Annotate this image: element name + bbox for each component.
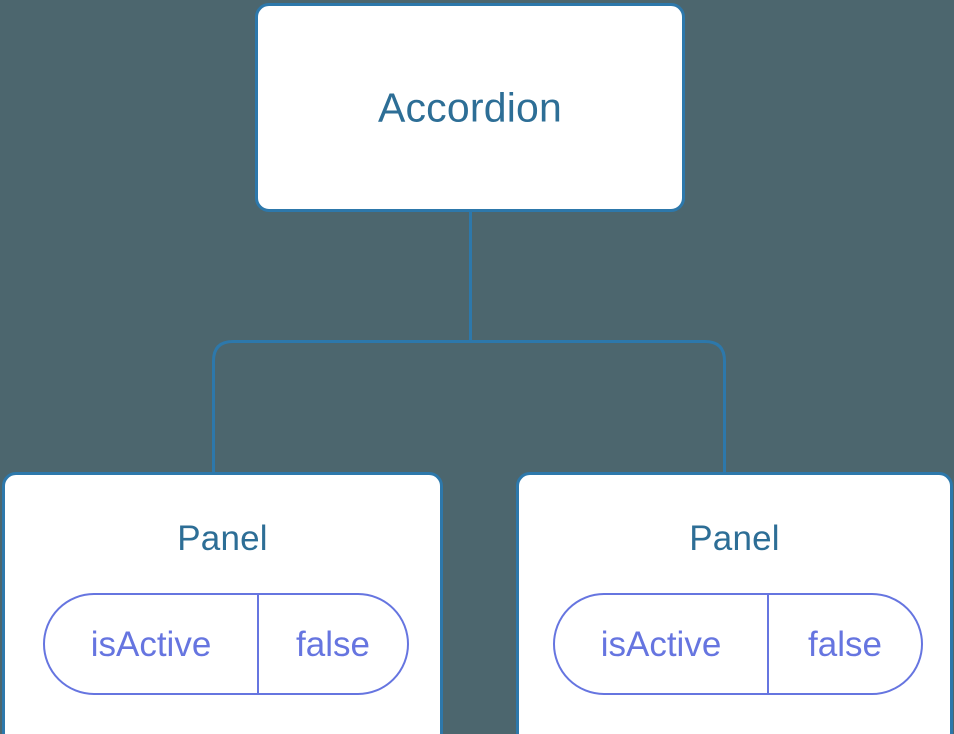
node-panel-2-title: Panel	[689, 519, 780, 558]
node-panel-1-title: Panel	[177, 519, 268, 558]
prop-value-isactive-2: false	[808, 624, 882, 664]
prop-pill-isactive-2[interactable]: isActive false	[553, 593, 923, 695]
connector-branch-right	[470, 340, 726, 480]
node-panel-2[interactable]: Panel isActive false	[516, 472, 953, 734]
prop-key-isactive-2: isActive	[555, 595, 769, 693]
node-accordion[interactable]: Accordion	[255, 3, 685, 212]
node-accordion-title: Accordion	[377, 84, 563, 130]
node-panel-1[interactable]: Panel isActive false	[2, 472, 443, 734]
connector-branch-left	[212, 340, 471, 480]
prop-value-isactive-1: false	[296, 624, 370, 664]
prop-key-isactive-1: isActive	[45, 595, 259, 693]
prop-pill-isactive-1[interactable]: isActive false	[43, 593, 409, 695]
